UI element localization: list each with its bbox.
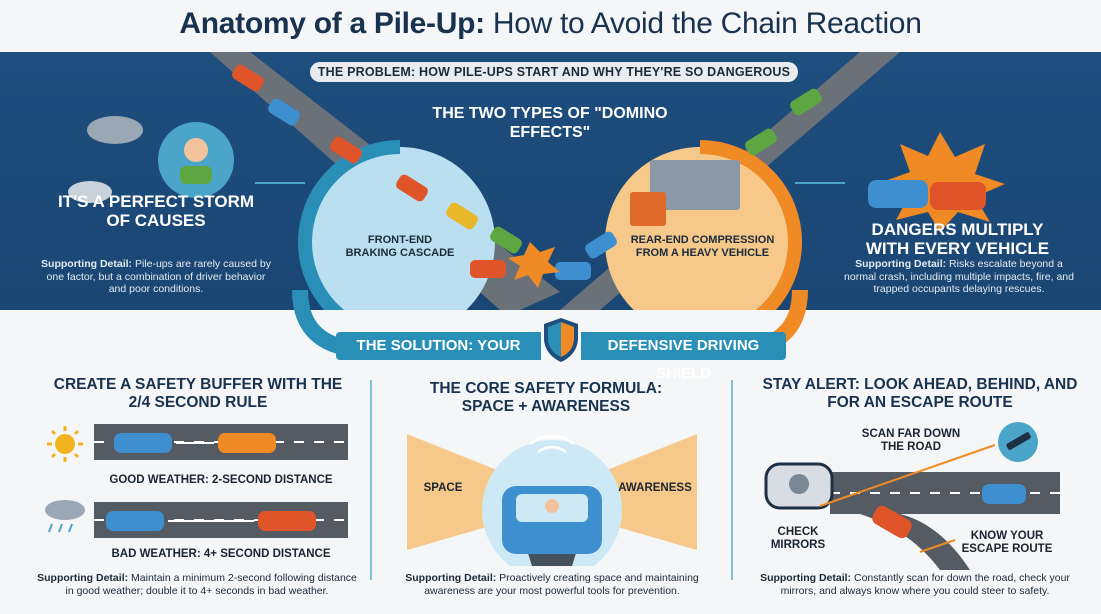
shield-icon <box>544 318 578 362</box>
truck-cab-icon <box>630 192 666 226</box>
causes-title: IT'S A PERFECT STORM OF CAUSES <box>57 192 255 230</box>
crashed-car-icon <box>930 182 986 210</box>
pointer-line <box>819 444 996 507</box>
truck-trailer-icon <box>650 160 740 210</box>
formula-detail: Supporting Detail: Proactively creating … <box>398 572 706 598</box>
car-icon <box>106 511 164 531</box>
formula-title: THE CORE SAFETY FORMULA: SPACE + AWARENE… <box>429 380 663 415</box>
rain-cloud-icon <box>45 500 85 533</box>
signal-icon <box>529 434 575 446</box>
car-icon <box>114 433 172 453</box>
front-end-label: FRONT-END BRAKING CASCADE <box>345 234 455 259</box>
column-divider <box>731 380 733 580</box>
space-awareness-illustration <box>407 434 697 566</box>
car-icon <box>745 128 777 156</box>
buffer-detail-text: Maintain a minimum 2-second following di… <box>65 572 357 597</box>
dangers-detail-label: Supporting Detail: <box>855 258 947 270</box>
crash-burst-icon <box>508 242 560 288</box>
types-title: THE TWO TYPES OF "DOMINO EFFECTS" <box>432 105 668 141</box>
page-title: Anatomy of a Pile-Up: How to Avoid the C… <box>0 4 1101 44</box>
awareness-label: AWARENESS <box>618 482 692 494</box>
mirrors-label: CHECK MIRRORS <box>770 526 826 551</box>
dangers-detail: Supporting Detail: Risks escalate beyond… <box>840 258 1078 296</box>
driver-icon <box>545 499 559 513</box>
problem-heading: THE PROBLEM: HOW PILE-UPS START AND WHY … <box>310 62 798 82</box>
escape-route-icon <box>860 514 970 570</box>
alert-detail-label: Supporting Detail: <box>760 572 852 584</box>
car-icon <box>555 262 591 280</box>
car-icon <box>490 226 522 254</box>
title-bold: Anatomy of a Pile-Up: <box>179 7 485 40</box>
buffer-detail: Supporting Detail: Maintain a minimum 2-… <box>36 572 358 598</box>
car-icon <box>446 202 478 230</box>
car-icon <box>585 231 617 259</box>
alert-title: STAY ALERT: LOOK AHEAD, BEHIND, AND FOR … <box>762 376 1078 411</box>
dangers-title: DANGERS MULTIPLY WITH EVERY VEHICLE <box>865 220 1050 258</box>
formula-detail-text: Proactively creating space and maintaini… <box>424 572 699 597</box>
orange-arc-icon <box>699 140 803 310</box>
snow-cloud-icon <box>68 181 112 203</box>
car-icon <box>790 88 822 116</box>
awareness-zone-icon <box>607 434 697 550</box>
bad-weather-label: BAD WEATHER: 4+ SECOND DISTANCE <box>111 548 331 560</box>
storm-cloud-icon <box>87 116 143 144</box>
bad-weather-road <box>94 502 348 538</box>
causes-detail-label: Supporting Detail: <box>41 258 133 270</box>
car-icon <box>218 433 276 453</box>
causes-detail: Supporting Detail: Pile-ups are rarely c… <box>40 258 272 296</box>
formula-detail-label: Supporting Detail: <box>405 572 497 584</box>
good-weather-road <box>94 424 348 460</box>
escape-label: KNOW YOUR ESCAPE ROUTE <box>961 530 1053 555</box>
car-icon <box>232 64 264 92</box>
good-weather-label: GOOD WEATHER: 2-SECOND DISTANCE <box>109 474 333 486</box>
dangers-detail-text: Risks escalate beyond a normal crash, in… <box>844 258 1074 295</box>
car-icon <box>396 174 428 202</box>
solution-right: DEFENSIVE DRIVING SHIELD <box>581 332 786 382</box>
solution-bar: THE SOLUTION: YOUR DEFENSIVE DRIVING SHI… <box>336 318 786 382</box>
rear-end-label: REAR-END COMPRESSION FROM A HEAVY VEHICL… <box>630 234 775 259</box>
space-zone-icon <box>407 434 497 550</box>
column-divider <box>370 380 372 580</box>
problem-band: THE PROBLEM: HOW PILE-UPS START AND WHY … <box>0 52 1101 310</box>
front-end-circle-icon <box>305 147 495 310</box>
car-icon <box>268 98 300 126</box>
car-icon <box>872 505 912 539</box>
causes-detail-text: Pile-ups are rarely caused by one factor… <box>46 258 271 295</box>
buffer-detail-label: Supporting Detail: <box>37 572 129 584</box>
solution-left: THE SOLUTION: YOUR <box>336 332 541 360</box>
scan-label: SCAN FAR DOWN THE ROAD <box>861 428 961 453</box>
title-rest: How to Avoid the Chain Reaction <box>484 7 922 40</box>
pointer-line <box>919 539 956 553</box>
space-label: SPACE <box>423 482 463 494</box>
buffer-title: CREATE A SAFETY BUFFER WITH THE 2/4 SECO… <box>53 376 343 411</box>
crashed-car-icon <box>868 180 928 208</box>
problem-illustration <box>68 52 1005 310</box>
car-icon <box>258 511 316 531</box>
alert-illustration <box>764 422 1060 570</box>
car-icon <box>330 136 362 164</box>
sun-icon <box>47 426 83 462</box>
car-icon <box>470 260 506 278</box>
car-icon <box>982 484 1026 504</box>
alert-detail-text: Constantly scan for down the road, check… <box>780 572 1070 597</box>
alert-detail: Supporting Detail: Constantly scan for d… <box>754 572 1076 598</box>
